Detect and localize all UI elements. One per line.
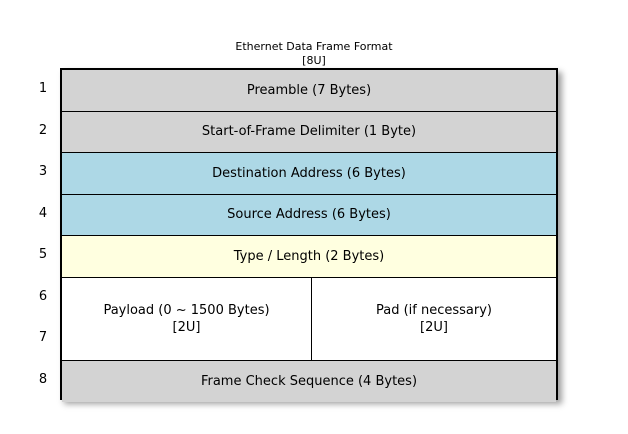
frame-field-label: Source Address (6 Bytes) (227, 207, 391, 223)
frame-field-pad: Pad (if necessary) [2U] (312, 278, 556, 360)
frame-field-label: Pad (if necessary) (375, 302, 492, 318)
row-number-7: 7 (38, 330, 48, 346)
frame-field-label: Preamble (7 Bytes) (246, 82, 372, 98)
frame-field-preamble: Preamble (7 Bytes) (62, 70, 556, 112)
row-number-6: 6 (38, 288, 48, 304)
ethernet-frame-table: Preamble (7 Bytes) Start-of-Frame Delimi… (60, 68, 558, 402)
row-number-4: 4 (38, 205, 48, 221)
frame-field-payload-text: Payload (0 ~ 1500 Bytes) [2U] (103, 302, 269, 336)
frame-field-payload-pad-row: Payload (0 ~ 1500 Bytes) [2U] Pad (if ne… (62, 277, 556, 361)
row-number-8: 8 (38, 371, 48, 387)
frame-field-pad-text: Pad (if necessary) [2U] (376, 302, 492, 336)
page-subtitle: [8U] (302, 54, 326, 67)
frame-field-label: Type / Length (2 Bytes) (233, 248, 385, 264)
frame-field-payload: Payload (0 ~ 1500 Bytes) [2U] (62, 277, 312, 360)
frame-field-start-of-frame-delimiter: Start-of-Frame Delimiter (1 Byte) (62, 111, 556, 153)
row-number-2: 2 (38, 122, 48, 138)
frame-field-source-address: Source Address (6 Bytes) (62, 194, 556, 236)
frame-field-sublabel: [2U] (172, 319, 201, 335)
frame-field-label: Frame Check Sequence (4 Bytes) (200, 373, 418, 389)
page-title: Ethernet Data Frame Format (235, 40, 393, 53)
frame-field-label: Payload (0 ~ 1500 Bytes) (103, 302, 270, 318)
frame-field-label: Destination Address (6 Bytes) (212, 165, 406, 181)
row-number-5: 5 (38, 247, 48, 263)
diagram-title-block: Ethernet Data Frame Format [8U] (0, 40, 628, 68)
row-number-1: 1 (38, 81, 48, 97)
frame-field-type-length: Type / Length (2 Bytes) (62, 236, 556, 278)
frame-field-sublabel: [2U] (420, 319, 448, 335)
row-number-3: 3 (38, 164, 48, 180)
frame-field-label: Start-of-Frame Delimiter (1 Byte) (201, 124, 417, 140)
row-number-gutter: 1 2 3 4 5 6 7 8 (30, 68, 56, 400)
frame-field-destination-address: Destination Address (6 Bytes) (62, 153, 556, 195)
frame-field-frame-check-sequence: Frame Check Sequence (4 Bytes) (62, 360, 556, 402)
